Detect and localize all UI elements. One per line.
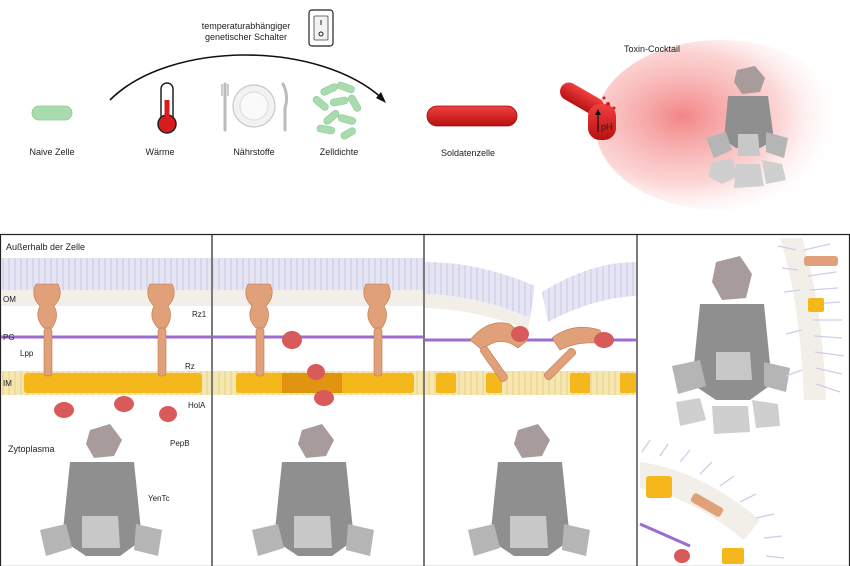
outer-membrane-inner-leaflet (1, 290, 211, 306)
im-label: IM (3, 379, 12, 388)
om-inner-leaflet-p2 (213, 290, 423, 306)
naive-cell-label: Naive Zelle (29, 147, 74, 157)
rz-label: Rz (185, 362, 195, 371)
panel-1: Außerhalb der Zelle OM PG (1, 242, 211, 556)
panel-4 (639, 238, 845, 564)
toxin-complex-top (706, 66, 788, 188)
toxin-complex-p2 (252, 424, 374, 556)
im-protein-band (24, 373, 202, 393)
spanin-complex-p2-right (363, 283, 391, 377)
rz1-label: Rz1 (192, 310, 207, 319)
nutrients-label: Nährstoffe (233, 147, 274, 157)
im-hole-p2 (282, 373, 342, 393)
spanin-complex-right (147, 283, 175, 377)
holin-blobs (54, 396, 177, 422)
endolysin-blobs-p3 (511, 326, 614, 348)
switch-label-line1: temperaturabhängiger (202, 21, 291, 31)
pepb-label: PepB (170, 439, 190, 448)
switch-icon (308, 9, 334, 47)
om-inner-p3 (425, 294, 530, 330)
hola-label: HolA (188, 401, 206, 410)
cytoplasm-label: Zytoplasma (8, 444, 55, 454)
outer-membrane-p2 (213, 258, 423, 290)
outer-membrane-p3-left (425, 262, 535, 318)
membrane-fragment-bottom (639, 439, 785, 564)
outer-membrane-p3-right (542, 262, 636, 322)
pg-label: PG (3, 333, 15, 342)
soldier-cell-icon (426, 105, 518, 127)
plate-icon (221, 82, 289, 132)
thermometer-icon (157, 82, 177, 134)
process-arrowhead (376, 92, 386, 103)
membrane-fragment-top (777, 238, 845, 400)
naive-cell-icon (31, 105, 73, 121)
om-label: OM (3, 295, 16, 304)
ph-label: pH (601, 122, 613, 132)
outside-cell-label: Außerhalb der Zelle (6, 242, 85, 252)
panel-3 (425, 262, 636, 556)
endolysin-blobs-p2 (282, 331, 334, 406)
toxin-cocktail-label: Toxin-Cocktail (624, 44, 680, 54)
spanin-complex-p2-left (245, 283, 273, 377)
process-arrow (109, 54, 385, 101)
cell-density-icon (312, 81, 362, 140)
inner-membrane-p3 (425, 371, 636, 395)
switch-label-line2: genetischer Schalter (205, 32, 287, 42)
toxin-complex-p1 (40, 424, 162, 556)
toxin-complex-p3 (468, 424, 590, 556)
spanin-fused-p3 (469, 322, 605, 382)
bottom-panels: Außerhalb der Zelle OM PG (0, 233, 850, 566)
im-fragments-p3 (436, 373, 636, 393)
ph-arrowhead (595, 109, 601, 115)
cell-density-label: Zelldichte (320, 147, 359, 157)
toxin-complex-p4 (672, 256, 790, 434)
toxin-cloud (595, 40, 845, 210)
outer-membrane (1, 258, 211, 290)
bursting-soldier-cell (560, 82, 616, 140)
top-process: temperaturabhängiger genetischer Schalte… (29, 9, 845, 210)
panel-2 (213, 258, 423, 556)
warmth-label: Wärme (146, 147, 175, 157)
soldier-cell-label: Soldatenzelle (441, 148, 495, 158)
yentc-label: YenTc (148, 494, 170, 503)
lpp-label: Lpp (20, 349, 34, 358)
spanin-complex-left (33, 283, 61, 377)
